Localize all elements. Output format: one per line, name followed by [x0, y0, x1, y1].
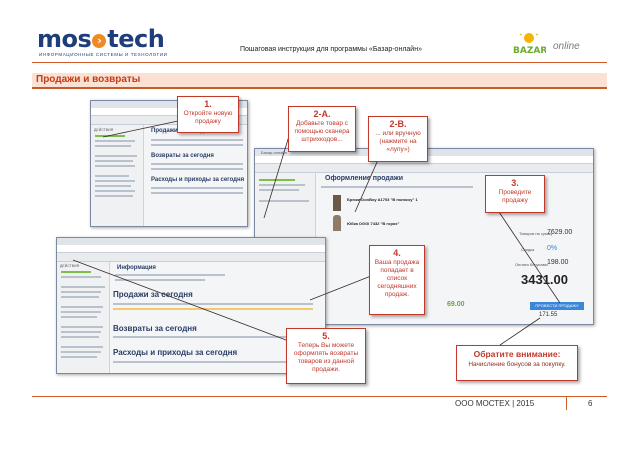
footer-company: ООО МОСТЕХ | 2015 [455, 399, 535, 408]
paid-value: 69.00 [447, 301, 465, 308]
bazar-logo-text: BAZAR [513, 46, 546, 56]
logo-arrow-icon: › [92, 34, 107, 48]
accrued-bonus-value: 171.55 [539, 312, 558, 318]
returns-today-head: Возвраты за сегодня [151, 153, 214, 159]
logo-tagline: ИНФОРМАЦИОННЫЕ СИСТЕМЫ И ТЕХНОЛОГИИ [39, 52, 168, 57]
callout-1: 1.Откройте новую продажу [177, 96, 239, 133]
app-navbar [255, 164, 593, 173]
callout-5: 5.Теперь Вы можете оформлять возвраты то… [286, 328, 366, 384]
page-number: 6 [588, 399, 593, 408]
attention-note: Обратите внимание: Начисление бонусов за… [456, 345, 578, 381]
product-photo-2 [333, 215, 341, 231]
subtotal-label: Товаров на сумму [519, 231, 553, 236]
info-head: Информация [117, 265, 156, 271]
app-sidebar: ДЕЙСТВИЯ [91, 125, 144, 226]
sales-today-head: Продажи за сегодня [113, 290, 193, 299]
callout-2a: 2-А.Добавьте товар с помощью сканера штр… [288, 106, 356, 152]
screenshot-front: ДЕЙСТВИЯ Информация Продажи за сегодня В… [56, 237, 326, 374]
browser-titlebar [91, 101, 247, 108]
section-title-bar: Продажи и возвраты [32, 73, 607, 89]
cart-item-1: Брюки DonBoy A1703 "В полоску" 1 [347, 197, 418, 202]
attention-note-text: Начисление бонусов за покупку. [468, 361, 566, 368]
footer-divider [32, 396, 607, 397]
returns-today-head: Возвраты за сегодня [113, 324, 197, 333]
app-navbar [91, 116, 247, 125]
callout-3: 3.Проведите продажу [485, 175, 545, 213]
browser-addressbar [91, 108, 247, 116]
app-navbar [57, 253, 325, 262]
app-sidebar: ДЕЙСТВИЯ [57, 262, 110, 373]
expenses-today-head: Расходы и приходы за сегодня [113, 348, 238, 357]
header-divider [32, 62, 607, 63]
sale-form-head: Оформление продажи [325, 175, 404, 182]
sidebar-label: ДЕЙСТВИЯ [60, 264, 80, 268]
subtotal-value: 7629.00 [547, 229, 573, 236]
mostech-logo: mos›tech [37, 25, 165, 53]
bonus-value: 198.00 [547, 259, 569, 266]
attention-note-title: Обратите внимание: [473, 349, 561, 359]
bazar-logo: BAZAR [513, 33, 546, 56]
screenshot-back: ДЕЙСТВИЯ Продажи за сегодня Возвраты за … [90, 100, 248, 227]
cart-item-2: Юбка OGGI 7432 "В горох" [347, 221, 400, 226]
logo-online-text: online [553, 41, 580, 52]
section-title: Продажи и возвраты [36, 74, 141, 85]
sidebar-label: ДЕЙСТВИЯ [94, 128, 114, 132]
bonus-label: Оплата бонусами [515, 262, 548, 267]
browser-titlebar [57, 238, 325, 245]
callout-4: 4.Ваша продажа попадает в список сегодня… [369, 245, 425, 315]
make-sale-button[interactable]: ПРОВЕСТИ ПРОДАЖУ [530, 302, 584, 310]
discount-label: Скидка [521, 247, 535, 252]
browser-addressbar [57, 245, 325, 253]
new-sale-row[interactable] [113, 308, 313, 310]
discount-value: 0% [547, 245, 558, 252]
callout-2b: 2-В.... или вручную (нажмите на «лупу») [368, 116, 428, 162]
product-photo-1 [333, 195, 341, 211]
footer-separator [566, 397, 567, 410]
expenses-today-head: Расходы и приходы за сегодня [151, 177, 245, 183]
page-header-title: Пошаговая инструкция для программы «База… [240, 46, 422, 53]
